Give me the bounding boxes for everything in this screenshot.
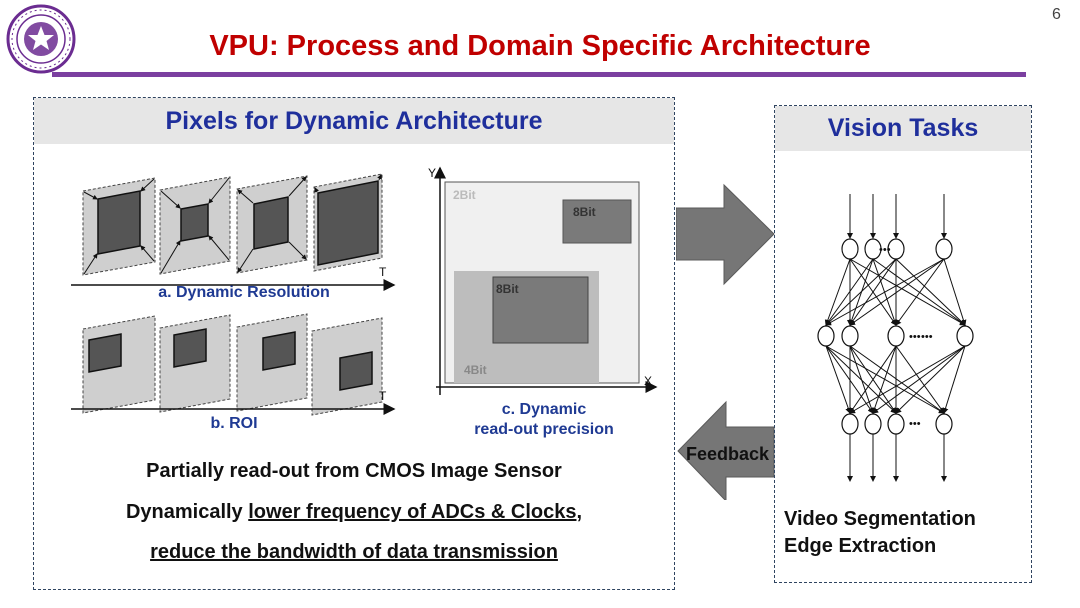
body-line-1: Partially read-out from CMOS Image Senso… [146, 460, 562, 482]
nn-ellipsis-mid-b: ••• [921, 331, 933, 343]
readout-precision-diagram: Y X 2Bit 8Bit 8Bit 4Bit [428, 166, 658, 395]
nn-node-l1-4 [935, 238, 953, 260]
nn-node-l1-1 [841, 238, 859, 260]
body-line-2-prefix: Dynamically [125, 501, 249, 523]
body-line-3: reduce the bandwidth of data transmissio… [34, 541, 674, 564]
axis-x-label: X [644, 374, 652, 388]
nn-node-l2-3 [887, 325, 905, 347]
label-8bit-small: 8Bit [573, 205, 596, 219]
frame-a1 [82, 177, 156, 276]
feedback-label: Feedback [686, 444, 770, 464]
university-seal-logo [6, 4, 76, 74]
caption-readout-line2: read-out precision [474, 421, 614, 438]
nn-edge-l1-4-l2-3 [895, 258, 945, 326]
body-line-2: Dynamically lower frequency of ADCs & Cl… [34, 501, 674, 524]
nn-edge-l1-4-l2-4 [943, 258, 967, 326]
nn-edge-l2-1-l3-1 [825, 345, 852, 414]
vision-tasks-panel: Vision Tasks ••• ••• ••• ••• Video Segme… [774, 105, 1032, 583]
vision-tasks-title: Vision Tasks [775, 106, 1031, 151]
frame-a4 [313, 173, 383, 272]
nn-edge-l1-3-l2-2 [849, 258, 897, 326]
flow-arrows [676, 183, 775, 500]
nn-edge-l1-1-l2-1 [824, 258, 851, 326]
roi-frames: T [71, 313, 396, 416]
task-video-segmentation: Video Segmentation [784, 508, 976, 530]
nn-ellipsis-top: ••• [879, 244, 891, 256]
nn-edges [824, 194, 967, 482]
label-8bit-large: 8Bit [496, 282, 519, 296]
nn-edge-l2-2-l3-2 [849, 345, 875, 414]
nn-edge-l1-2-l2-1 [825, 258, 874, 326]
nn-edge-l2-3-l3-2 [871, 345, 897, 414]
label-4bit: 4Bit [464, 363, 487, 377]
nn-edge-l2-2-l3-4 [849, 345, 945, 414]
title-divider [52, 72, 1026, 77]
nn-node-l2-2 [841, 325, 859, 347]
nn-edge-l2-4-l3-3 [895, 345, 966, 414]
nn-edge-l2-4-l3-1 [849, 345, 966, 414]
caption-dynamic-resolution: a. Dynamic Resolution [158, 284, 330, 301]
axis-y-label: Y [428, 166, 436, 180]
nn-node-l3-4 [935, 413, 953, 435]
nn-edge-l1-1-l2-4 [849, 258, 966, 326]
nn-node-l2-1 [817, 325, 835, 347]
region-8bit-small [562, 199, 632, 244]
caption-roi: b. ROI [210, 415, 258, 432]
caption-readout-precision: c. Dynamic read-out precision [444, 400, 644, 440]
page-number: 6 [1052, 6, 1061, 23]
frame-b4 [311, 317, 383, 416]
dynamic-resolution-frames: T [71, 173, 396, 291]
nn-edge-l2-3-l3-4 [895, 345, 945, 414]
label-2bit: 2Bit [453, 188, 476, 202]
nn-edge-l2-4-l3-2 [872, 345, 966, 414]
caption-readout-line1: c. Dynamic [501, 401, 587, 418]
axis-t-label-a: T [379, 265, 387, 279]
body-line-2-suffix: , [576, 501, 583, 523]
pixel-diagrams: T T Y [71, 166, 658, 416]
nn-ellipsis-mid-a: ••• [909, 331, 921, 343]
nn-nodes [817, 238, 974, 435]
region-8bit-large [492, 276, 589, 344]
pixels-panel-title: Pixels for Dynamic Architecture [34, 98, 674, 144]
nn-node-l1-3 [887, 238, 905, 260]
nn-node-l2-4 [956, 325, 974, 347]
nn-edge-l1-4-l2-2 [849, 258, 945, 326]
nn-edge-l2-3-l3-1 [849, 345, 897, 414]
frame-a3 [236, 175, 308, 274]
nn-node-l3-2 [864, 413, 882, 435]
nn-edge-l2-4-l3-4 [942, 345, 966, 414]
frame-b1 [82, 315, 156, 414]
forward-arrow [676, 183, 775, 286]
nn-edge-l1-3-l2-4 [895, 258, 966, 326]
pixels-panel: Pixels for Dynamic Architecture [33, 97, 675, 590]
nn-edge-l1-2-l2-4 [872, 258, 966, 326]
task-edge-extraction: Edge Extraction [784, 535, 937, 557]
slide-title: VPU: Process and Domain Specific Archite… [209, 30, 871, 62]
frame-b2 [159, 314, 231, 413]
feedback-arrow [677, 400, 775, 500]
axis-t-label-b: T [379, 389, 387, 403]
nn-edge-l1-3-l2-1 [825, 258, 897, 326]
nn-edge-l1-4-l2-1 [825, 258, 945, 326]
neural-network-diagram: ••• ••• ••• ••• [817, 194, 974, 482]
body-line-3-underlined: reduce the bandwidth of data transmissio… [150, 541, 558, 563]
nn-node-l3-1 [841, 413, 859, 435]
body-line-2-underlined: lower frequency of ADCs & Clocks [248, 501, 577, 523]
frame-b3 [236, 313, 308, 412]
nn-node-l1-2 [864, 238, 882, 260]
nn-node-l3-3 [887, 413, 905, 435]
frame-a2 [159, 176, 231, 275]
nn-ellipsis-bottom: ••• [909, 418, 921, 430]
